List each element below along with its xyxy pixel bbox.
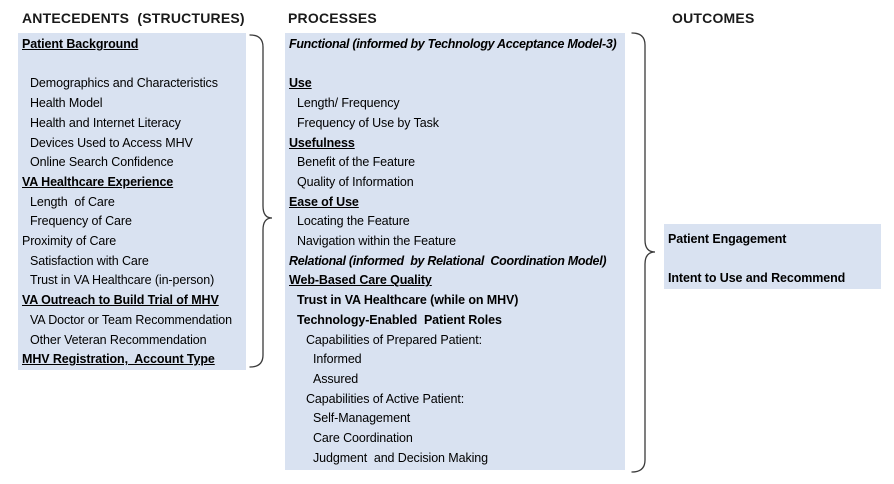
diagram-line: Usefulness	[289, 135, 355, 150]
diagram-line: Navigation within the Feature	[297, 234, 456, 249]
diagram-line: Length/ Frequency	[297, 96, 400, 111]
diagram-line: Assured	[313, 371, 359, 386]
diagram-line: Care Coordination	[313, 431, 413, 446]
diagram-line: Judgment and Decision Making	[313, 450, 488, 465]
diagram-line: Functional (informed by Technology Accep…	[289, 37, 617, 51]
diagram-line: Capabilities of Active Patient:	[306, 391, 465, 406]
diagram-line: Self-Management	[313, 411, 411, 426]
column-header-outcomes: OUTCOMES	[672, 10, 755, 26]
diagram-line: Online Search Confidence	[30, 155, 174, 170]
diagram-line: VA Doctor or Team Recommendation	[30, 312, 232, 327]
diagram-line: Length of Care	[30, 194, 115, 209]
diagram-line: Relational (informed by Relational Coord…	[289, 253, 607, 268]
diagram-line: Capabilities of Prepared Patient:	[306, 332, 482, 347]
diagram-line: Patient Engagement	[668, 232, 787, 246]
column-header-antecedents: ANTECEDENTS (STRUCTURES)	[22, 10, 245, 26]
diagram-line: MHV Registration, Account Type	[22, 352, 215, 367]
diagram-line: Ease of Use	[289, 194, 359, 209]
diagram-line: Quality of Information	[297, 174, 414, 189]
diagram-line: Technology-Enabled Patient Roles	[297, 312, 502, 327]
diagram-line: Benefit of the Feature	[297, 155, 416, 170]
diagram-line: Use	[289, 76, 312, 91]
diagram-line: Patient Background	[22, 37, 139, 51]
diagram-line	[668, 250, 879, 270]
curly-brace-processes-to-outcomes	[631, 32, 656, 473]
diagram-line: Informed	[313, 352, 362, 367]
diagram-line: Health Model	[30, 96, 103, 111]
diagram-line: Frequency of Use by Task	[297, 115, 439, 130]
processes-box: Functional (informed by Technology Accep…	[285, 33, 625, 470]
diagram-line: Satisfaction with Care	[30, 253, 149, 268]
curly-brace-antecedents-to-processes	[249, 34, 273, 368]
diagram-line: Locating the Feature	[297, 214, 410, 229]
diagram-line: Trust in VA Healthcare (in-person)	[30, 273, 215, 288]
diagram-line: VA Outreach to Build Trial of MHV	[22, 293, 219, 308]
diagram-line	[289, 55, 623, 75]
diagram-line: VA Healthcare Experience	[22, 174, 174, 189]
diagram-line: Trust in VA Healthcare (while on MHV)	[297, 293, 519, 308]
diagram-line: Intent to Use and Recommend	[668, 271, 846, 286]
diagram-line: Frequency of Care	[30, 214, 132, 229]
diagram-line: Health and Internet Literacy	[30, 115, 181, 130]
diagram-line: Devices Used to Access MHV	[30, 135, 193, 150]
column-header-processes: PROCESSES	[288, 10, 377, 26]
diagram-line: Demographics and Characteristics	[30, 76, 218, 91]
diagram-line: Proximity of Care	[22, 234, 117, 249]
diagram-line	[22, 55, 244, 75]
diagram-line: Web-Based Care Quality	[289, 273, 432, 288]
diagram-line: Other Veteran Recommendation	[30, 332, 207, 347]
